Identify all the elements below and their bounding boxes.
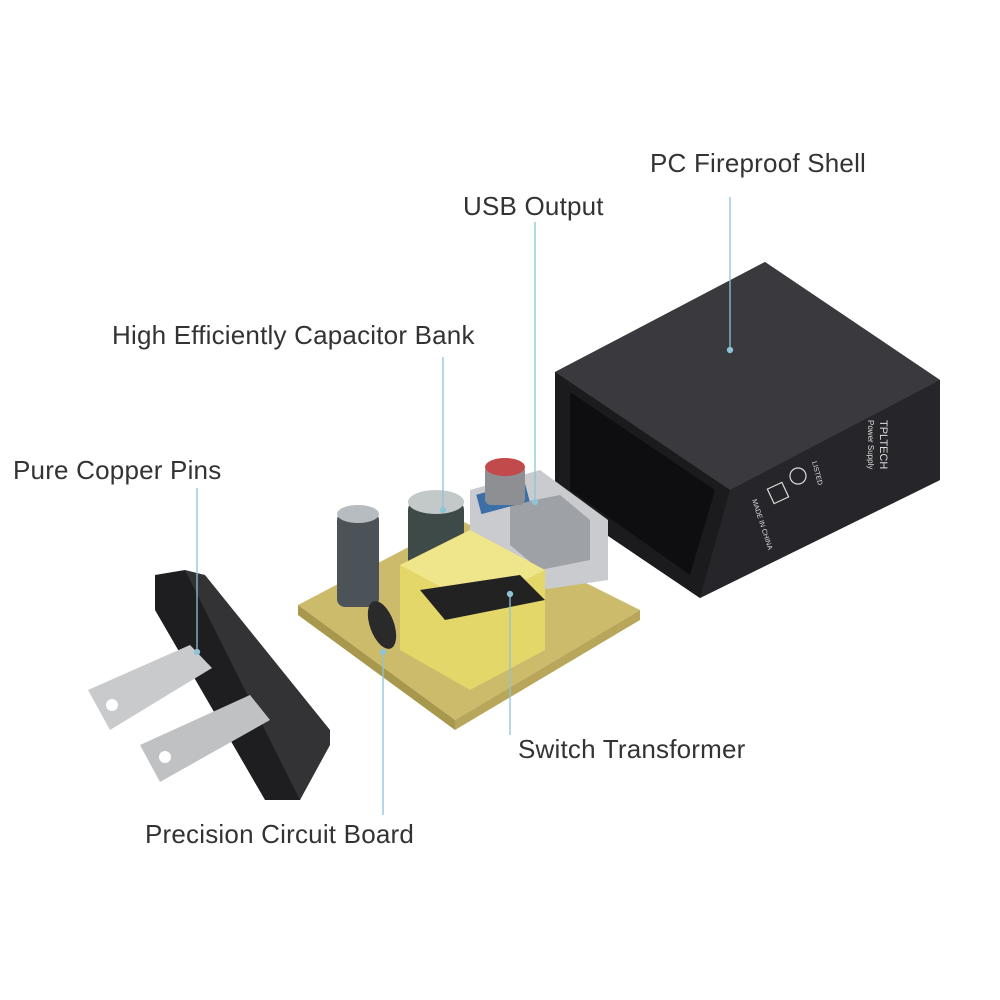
label-pc-fireproof-shell: PC Fireproof Shell [650,148,867,178]
label-capacitor-bank: High Efficiently Capacitor Bank [112,320,475,350]
copper-pins-plug [88,570,330,800]
label-usb-output: USB Output [463,191,604,221]
capacitor-bank [337,458,525,607]
leader-dot-shell [726,346,734,354]
fireproof-shell: TPLTECH Power Supply LISTED MADE IN CHIN… [555,262,940,598]
shell-brand-marking: TPLTECH [877,420,889,469]
label-switch-transformer: Switch Transformer [518,734,746,764]
switch-transformer [367,530,545,690]
shell-power-supply-marking: Power Supply [866,420,875,469]
label-copper-pins: Pure Copper Pins [13,455,222,485]
label-circuit-board: Precision Circuit Board [145,819,415,849]
